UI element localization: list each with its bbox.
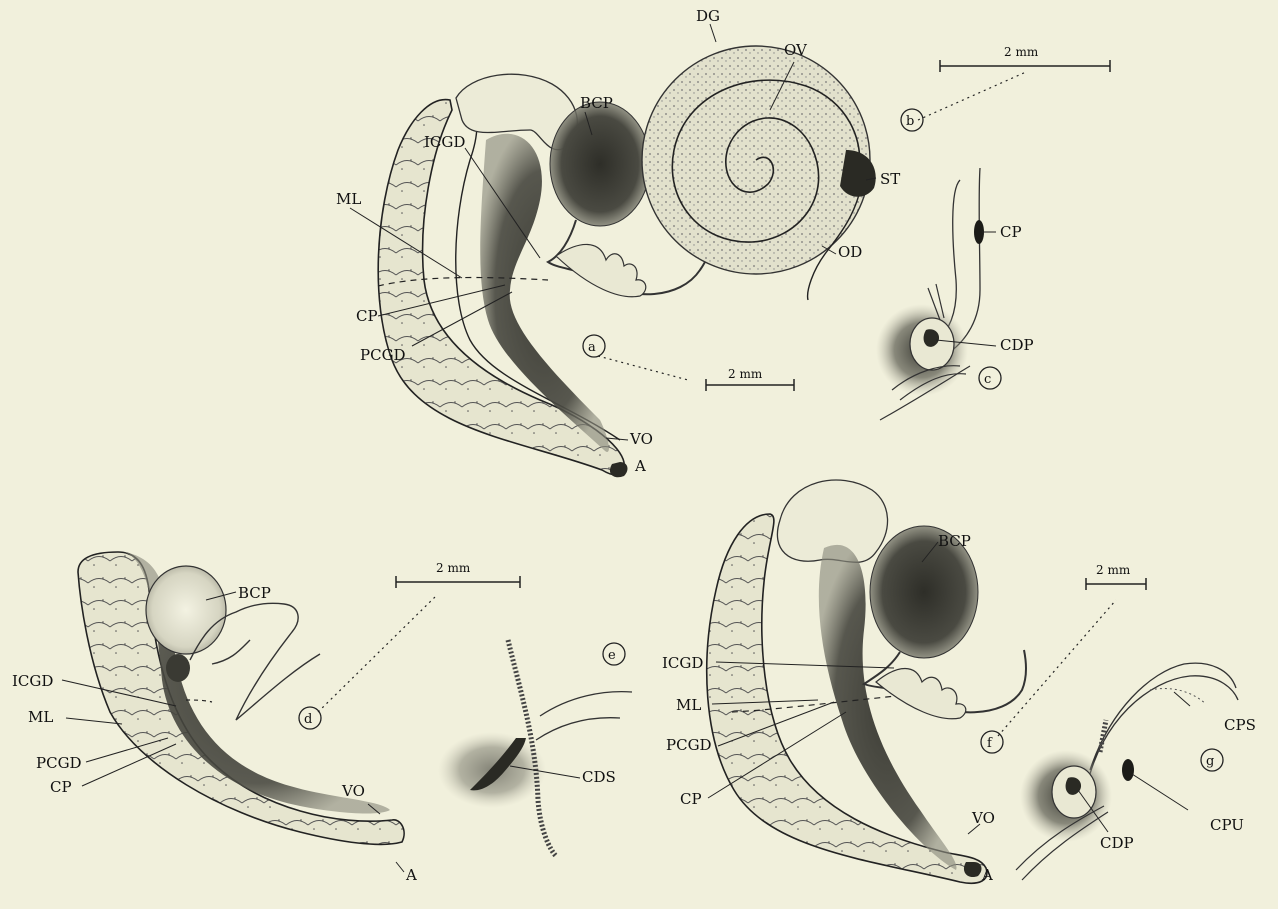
label-f-icgd: ICGD <box>662 654 703 672</box>
label-a-pcgd: PCGD <box>360 346 406 364</box>
label-a-bcp: BCP <box>580 94 613 112</box>
label-d-pcgd: PCGD <box>36 754 82 772</box>
label-a-vo: VO <box>629 430 653 448</box>
leader-g-cpu <box>1132 774 1188 810</box>
panel-a-bursa-copulatrix <box>550 102 650 226</box>
panel-f-glandular-folds <box>876 669 966 719</box>
scale-label-d: 2 mm <box>436 561 471 575</box>
panel-c: c CP CDP <box>876 168 1034 420</box>
panel-marker-c-text: c <box>984 372 991 387</box>
label-b-ov: OV <box>784 41 808 59</box>
label-f-bcp: BCP <box>938 532 971 550</box>
label-f-ml: ML <box>676 696 701 714</box>
panel-marker-d-text: d <box>304 712 312 727</box>
panel-d: 2 mm d BCP ICGD ML PCGD CP VO A <box>12 552 520 884</box>
label-d-ml: ML <box>28 708 53 726</box>
scale-bar-d <box>396 576 520 588</box>
panel-g-cps-outline <box>1150 689 1206 704</box>
label-b-st: ST <box>880 170 900 188</box>
panel-g-hatched-stub <box>1100 720 1106 752</box>
label-d-cp: CP <box>50 778 72 796</box>
panel-marker-f-text: f <box>987 736 993 751</box>
label-d-vo: VO <box>341 782 365 800</box>
label-f-vo: VO <box>971 809 995 827</box>
panel-marker-e-text: e <box>608 648 616 663</box>
leader-g-cps <box>1174 692 1190 706</box>
scale-bar-b <box>940 60 1110 72</box>
leader-f-scale <box>998 600 1116 736</box>
panel-b: 2 mm b DG OV ST OD <box>642 7 1110 300</box>
label-f-a: A <box>981 866 993 884</box>
panel-marker-b-text: b <box>906 114 914 129</box>
scale-label-f: 2 mm <box>1096 563 1131 577</box>
label-c-cdp: CDP <box>1000 336 1034 354</box>
label-c-cp: CP <box>1000 223 1022 241</box>
panel-marker-f <box>981 731 1003 753</box>
panel-f-anus-tip <box>964 862 982 877</box>
leader-a-scale <box>598 356 688 380</box>
leader-b-dg <box>710 24 716 42</box>
label-d-icgd: ICGD <box>12 672 53 690</box>
panel-a-glandular-folds <box>556 244 646 296</box>
panel-d-bursa-neck <box>166 654 190 682</box>
panel-g: g CPS CPU CDP <box>1016 663 1256 880</box>
panel-d-dashed <box>186 700 212 702</box>
scale-bar-f <box>1086 578 1146 590</box>
leader-d-scale <box>318 596 436 712</box>
panel-d-bursa-copulatrix <box>146 566 226 654</box>
leader-b-scale <box>918 72 1026 120</box>
label-f-cp: CP <box>680 790 702 808</box>
panel-a-anus-tip <box>610 462 628 477</box>
label-a-cp: CP <box>356 307 378 325</box>
panel-e-tube <box>536 692 632 740</box>
label-g-cdp: CDP <box>1100 834 1134 852</box>
label-d-bcp: BCP <box>238 584 271 602</box>
label-g-cpu: CPU <box>1210 816 1244 834</box>
label-e-cds: CDS <box>582 768 616 786</box>
label-g-cps: CPS <box>1224 716 1256 734</box>
label-b-dg: DG <box>696 7 720 25</box>
label-d-a: A <box>405 866 417 884</box>
panel-g-penis <box>1122 759 1134 781</box>
label-b-od: OD <box>838 243 862 261</box>
panel-marker-g-text: g <box>1206 754 1214 769</box>
label-a-icgd: ICGD <box>424 133 465 151</box>
leader-d-a <box>396 862 404 872</box>
panel-marker-a-text: a <box>588 340 596 355</box>
scale-label-a: 2 mm <box>728 367 763 381</box>
panel-e: e CDS <box>438 640 632 856</box>
label-a-a: A <box>634 457 646 475</box>
label-a-ml: ML <box>336 190 361 208</box>
label-f-pcgd: PCGD <box>666 736 712 754</box>
scale-label-b: 2 mm <box>1004 45 1039 59</box>
